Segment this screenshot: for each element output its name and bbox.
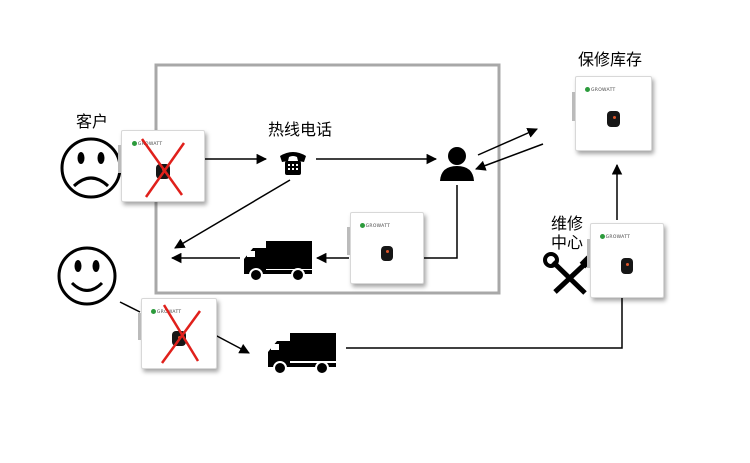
repair-center-label-line1: 维修 (551, 214, 584, 233)
inverter-brand: GROWATT (360, 223, 391, 229)
inverter-display (172, 331, 186, 346)
arrow-stock-to-agent (475, 143, 544, 171)
delivery-truck-icon-return (244, 241, 312, 282)
inverter-display (606, 111, 621, 127)
customer-label: 客户 (76, 112, 109, 131)
inverter-brand: GROWATT (585, 87, 616, 93)
inverter-brand: GROWATT (600, 234, 631, 240)
spare-stock-inverter: GROWATT (572, 76, 652, 151)
faulty-inverter-customer: GROWATT (118, 130, 205, 202)
faulty-inverter-returned: GROWATT (138, 298, 217, 369)
arrow-inverter-to-truck (214, 334, 250, 354)
inverter-display (380, 245, 394, 261)
repair-tools-icon (543, 252, 593, 295)
line-truck-to-repair-center (346, 298, 623, 349)
delivery-truck-icon-shipping (268, 333, 336, 375)
arrow-hotline-to-customer (174, 179, 291, 249)
repair-center-inverter: GROWATT (587, 223, 664, 298)
replacement-inverter: GROWATT (347, 212, 424, 284)
happy-face-icon (57, 246, 117, 306)
inverter-brand: GROWATT (132, 141, 163, 147)
sad-face-icon (60, 137, 122, 199)
hotline-label: 热线电话 (268, 120, 333, 139)
inverter-brand: GROWATT (151, 309, 182, 315)
telephone-icon (280, 152, 306, 175)
repair-center-label-line2: 中心 (551, 233, 584, 252)
arrow-agent-to-stock (477, 128, 538, 156)
line-customer-to-inverter (119, 301, 141, 313)
support-agent-icon (440, 147, 474, 181)
inverter-display (620, 258, 634, 274)
line-agent-to-inverter (418, 185, 458, 259)
inverter-display (155, 163, 171, 179)
spare-stock-label: 保修库存 (578, 50, 643, 69)
